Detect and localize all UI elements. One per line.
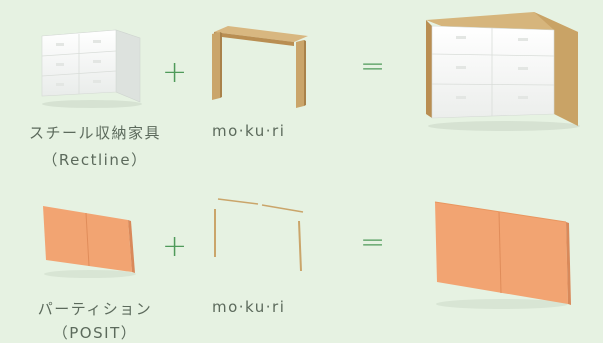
mokuri-label-1: mo·ku·ri (212, 122, 286, 140)
steel-cabinet-illustration (41, 29, 142, 108)
mokuri-frame-illustration (212, 26, 308, 108)
rectline-name: スチール収納家具 (28, 124, 161, 142)
posit-sub: （POSIT） (52, 324, 138, 342)
partition-illustration (43, 206, 136, 278)
plus-sign-1: + (162, 55, 188, 90)
rectline-sub: （Rectline） (42, 151, 148, 169)
combined-cabinet-illustration (426, 12, 580, 131)
mokuri-thin-frame-illustration (214, 198, 304, 272)
posit-name: パーティション (37, 300, 153, 318)
plus-sign-2: + (162, 229, 188, 264)
combined-partition-illustration (434, 201, 571, 309)
mokuri-label-2: mo·ku·ri (212, 298, 286, 316)
equals-sign-2: = (360, 225, 386, 260)
equals-sign-1: = (360, 49, 386, 84)
